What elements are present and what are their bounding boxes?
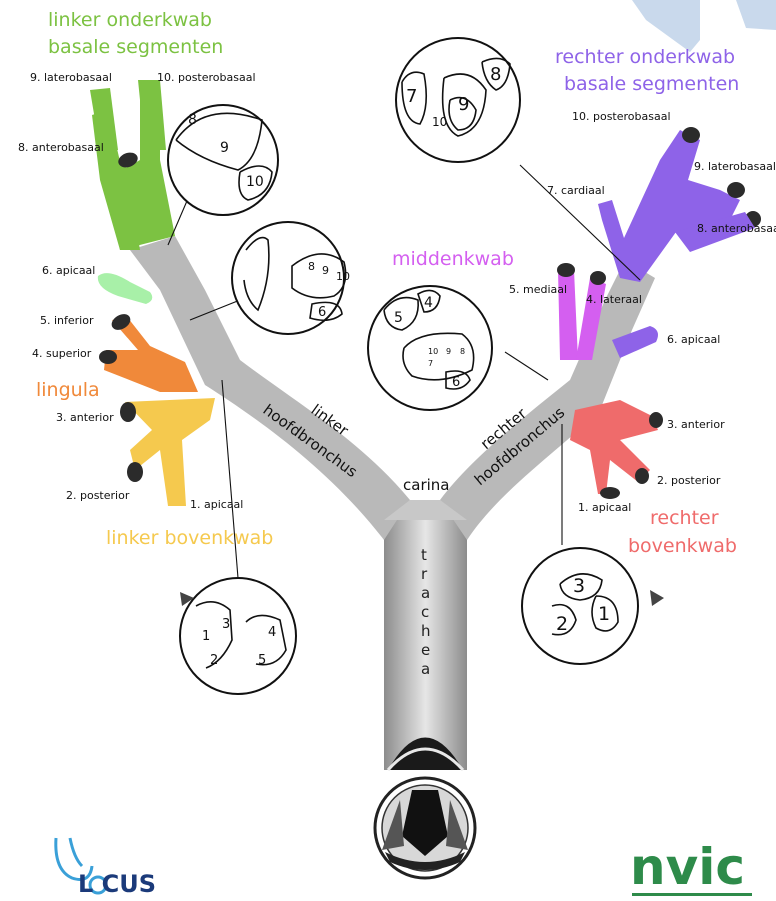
trachea-letter: a — [421, 584, 430, 602]
trachea-cross-section-icon — [375, 778, 475, 878]
heading-lingula: lingula — [36, 379, 100, 401]
label-l-apicaal1: 1. apicaal — [190, 498, 243, 511]
trachea-letter: t — [421, 546, 427, 564]
circle-number: 2 — [210, 653, 218, 668]
circle-number: 2 — [556, 613, 568, 635]
cross-section-right-upper: 3 2 1 — [522, 548, 664, 664]
leader-mid — [505, 352, 548, 380]
middle-medial-opening — [557, 263, 575, 277]
cross-section-ring — [232, 222, 344, 334]
label-r-posterobasaal: 10. posterobasaal — [572, 110, 671, 123]
label-r-anterobasaal: 8. anterobasaal — [697, 222, 776, 235]
cross-section-middle-lobe: 5 4 10 9 8 7 6 — [368, 286, 492, 410]
leader-rl — [520, 165, 640, 280]
label-l-apicaal6: 6. apicaal — [42, 264, 95, 277]
label-r-lateraal: 4. lateraal — [586, 293, 642, 306]
cross-section-ring — [522, 548, 638, 664]
circle-number: 1 — [202, 629, 210, 644]
circle-number: 8 — [188, 112, 197, 128]
right-posterior-opening — [635, 468, 649, 484]
cross-section-left-upper: 1 3 2 4 5 — [180, 578, 296, 694]
circle-number: 7 — [428, 359, 433, 368]
label-l-anterobasaal: 8. anterobasaal — [18, 141, 104, 154]
heading-left-lower-line2: basale segmenten — [48, 36, 223, 58]
triangle-marker — [650, 590, 664, 606]
right-posterobasal-opening — [682, 127, 700, 143]
label-l-inferior: 5. inferior — [40, 314, 94, 327]
heading-right-upper-line1: rechter — [650, 507, 719, 529]
circle-number: 4 — [268, 625, 276, 640]
right-basal-trunk — [598, 130, 740, 282]
label-r-apicaal6: 6. apicaal — [667, 333, 720, 346]
label-r-laterobasaal: 9. laterobasaal — [694, 160, 776, 173]
right-laterobasal-opening — [727, 182, 745, 198]
cross-section-left-lower: 8 9 10 6 — [232, 222, 350, 334]
label-l-posterior: 2. posterior — [66, 489, 130, 502]
nvic-logo-text: nvic — [630, 838, 745, 896]
circle-number: 10 — [428, 347, 438, 356]
watermark-shape — [632, 0, 700, 52]
right-upper-lobe — [570, 400, 663, 499]
nvic-underline — [632, 893, 752, 896]
stethoscope-icon-arm — [70, 838, 82, 866]
heading-right-lower-line2: basale segmenten — [564, 73, 739, 95]
cross-section-right-basal: 7 8 9 10 — [396, 38, 520, 162]
left-posterior-opening — [127, 462, 143, 482]
locus-logo: L CUS — [56, 838, 156, 898]
label-l-superior: 4. superior — [32, 347, 92, 360]
circle-number: 5 — [258, 653, 266, 668]
label-r-posterior: 2. posterior — [657, 474, 721, 487]
label-r-mediaal: 5. mediaal — [509, 283, 567, 296]
circle-number: 9 — [458, 94, 469, 115]
circle-number: 8 — [308, 260, 315, 273]
circle-number: 9 — [446, 347, 451, 356]
circle-number: 3 — [573, 575, 585, 597]
circle-number: 7 — [406, 86, 417, 107]
right-anterior-opening — [649, 412, 663, 428]
heading-middle-lobe: middenkwab — [392, 248, 514, 270]
lingula-superior-opening — [99, 350, 117, 364]
locus-logo-text: L CUS — [78, 870, 156, 898]
label-r-anterior: 3. anterior — [667, 418, 725, 431]
circle-number: 10 — [432, 115, 447, 129]
label-r-cardiaal: 7. cardiaal — [547, 184, 605, 197]
circle-number: 1 — [598, 603, 610, 625]
nvic-logo: nvic — [630, 838, 752, 896]
circle-number: 5 — [394, 310, 403, 326]
trachea-letter: h — [421, 622, 431, 640]
trachea-letter: c — [421, 603, 429, 621]
heading-left-upper: linker bovenkwab — [106, 527, 273, 549]
trachea-letter: e — [421, 641, 430, 659]
label-carina: carina — [403, 476, 449, 494]
left-upper-lobe — [120, 398, 215, 506]
trachea-letter: r — [421, 565, 428, 583]
circle-number: 9 — [322, 264, 329, 277]
circle-number: 10 — [246, 174, 264, 190]
circle-number: 3 — [222, 617, 230, 632]
watermark-shape-2 — [736, 0, 776, 30]
label-l-anterior: 3. anterior — [56, 411, 114, 424]
left-upper-trunk — [125, 398, 215, 506]
left-apical6-segment — [98, 273, 152, 304]
heading-right-upper-line2: bovenkwab — [628, 535, 737, 557]
label-l-posterobasaal: 10. posterobasaal — [157, 71, 256, 84]
circle-number: 10 — [336, 270, 350, 283]
right-apical-opening — [600, 487, 620, 499]
circle-number: 8 — [460, 347, 465, 356]
middle-lateral-opening — [590, 271, 606, 285]
label-l-laterobasaal: 9. laterobasaal — [30, 71, 112, 84]
circle-number: 4 — [424, 295, 433, 311]
trachea-letter: a — [421, 660, 430, 678]
circle-number: 6 — [318, 305, 326, 320]
left-anterior-opening — [120, 402, 136, 422]
cross-section-ring — [180, 578, 296, 694]
circle-number: 9 — [220, 140, 229, 156]
heading-right-lower-line1: rechter onderkwab — [555, 46, 735, 68]
cross-section-left-basal: 8 9 10 — [168, 105, 278, 215]
circle-number: 8 — [490, 64, 501, 85]
label-r-apicaal1: 1. apicaal — [578, 501, 631, 514]
circle-number: 6 — [452, 375, 460, 390]
heading-left-lower-line1: linker onderkwab — [48, 9, 212, 31]
